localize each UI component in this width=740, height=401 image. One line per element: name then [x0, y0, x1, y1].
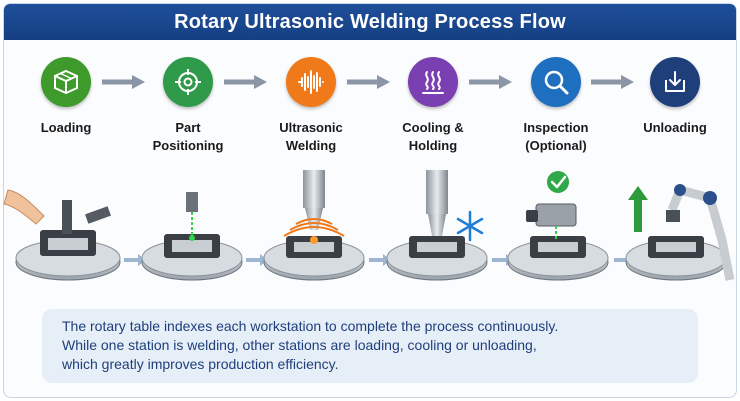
step-loading: Loading [11, 57, 121, 137]
flow-arrow [469, 75, 512, 89]
up-arrow-icon [628, 186, 648, 232]
robot-arm-icon [666, 184, 735, 281]
step-label: Loading [40, 120, 92, 135]
heat-waves-icon [408, 57, 458, 107]
diagram-title: Rotary Ultrasonic Welding Process Flow [174, 10, 566, 33]
step-unloading: Unloading [620, 57, 730, 137]
step-label: Unloading [643, 120, 707, 135]
description-line: The rotary table indexes each workstatio… [62, 318, 559, 334]
download-tray-icon [650, 57, 700, 107]
magnifier-icon [531, 57, 581, 107]
stations-illustration [3, 170, 735, 281]
description-line: While one station is welding, other stat… [62, 337, 537, 353]
station-unloading [625, 184, 735, 281]
hand-icon [3, 189, 45, 225]
step-label: Ultrasonic [279, 120, 343, 135]
flow-arrow [224, 75, 267, 89]
step-label-2: Holding [408, 138, 458, 153]
step-label-2: Welding [285, 138, 337, 153]
description-line: which greatly improves production effici… [62, 356, 339, 372]
step-label-2: Positioning [152, 138, 224, 153]
description-box: The rotary table indexes each workstatio… [42, 309, 698, 383]
title-bar: Rotary Ultrasonic Welding Process Flow [4, 4, 736, 40]
step-inspection: Inspection (Optional) [501, 57, 611, 155]
step-label: Part [175, 120, 201, 135]
snowflake-icon [456, 210, 484, 242]
flow-arrow [591, 75, 634, 89]
step-label-2: (Optional) [525, 138, 587, 153]
step-cooling-holding: Cooling & Holding [378, 57, 488, 155]
step-label: Inspection [523, 120, 589, 135]
station-welding [263, 170, 365, 281]
sound-wave-icon [286, 57, 336, 107]
station-positioning [141, 192, 243, 281]
camera-icon [535, 203, 577, 227]
station-inspection [507, 171, 609, 281]
crosshair-icon [163, 57, 213, 107]
package-icon [41, 57, 91, 107]
station-cooling [386, 170, 488, 281]
check-icon [547, 171, 569, 193]
flow-arrow [347, 75, 390, 89]
station-loading [3, 189, 121, 281]
step-label: Cooling & [402, 120, 464, 135]
flow-arrow [102, 75, 145, 89]
